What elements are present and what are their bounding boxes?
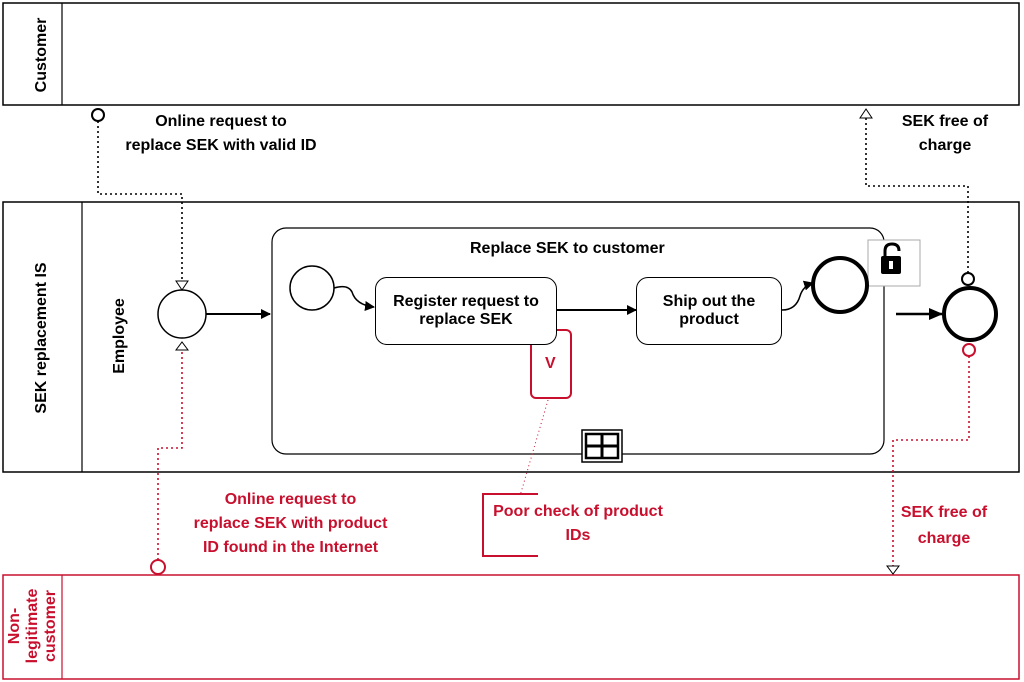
attack-flow-request [157,350,183,560]
attacker-label-line1: Non- [6,607,23,645]
attack-sek-free-line1: SEK free of [900,504,988,521]
message-start-event [157,289,207,339]
subprocess-end-event [811,256,869,314]
attack-request-line3: ID found in the Internet [202,539,379,556]
attack-flow-origin-2 [962,343,976,357]
online-request-label: Online request to replace SEK with valid… [116,110,326,158]
vulnerability-label: V [545,355,556,372]
threat-association [519,399,549,497]
flow-ship-to-subend [781,280,814,311]
flow-substart-to-register [333,285,375,311]
message-flow-origin-2 [961,272,975,286]
customer-pool-label: Customer [33,17,50,93]
attack-sek-free-label: SEK free of charge [889,500,999,552]
sek-free-line1: SEK free of [901,113,989,130]
task-register-line2: replace SEK [419,311,513,328]
attack-flow-sek [892,356,970,566]
attacker-pool [2,574,1020,680]
task-ship-line2: product [679,311,739,328]
task-ship-line1: Ship out the [662,293,756,310]
attack-request-line1: Online request to [224,491,357,508]
online-request-line1: Online request to [155,113,287,130]
threat-bracket [482,493,538,557]
attack-flow-request-arrow [175,341,189,351]
sek-free-line2: charge [918,137,972,154]
message-end-event [942,286,998,342]
attacker-pool-label: Non- legitimate customer [6,589,60,664]
threat-line2: IDs [565,527,591,544]
task-register-line1: Register request to [393,293,539,310]
attacker-label-line3: customer [42,589,59,663]
customer-pool [2,2,1020,106]
threat-label: Poor check of product IDs [483,500,673,548]
message-flow-request [97,121,183,282]
attack-request-line2: replace SEK with product [193,515,388,532]
attack-sek-free-line2: charge [917,530,971,547]
subprocess-start-event [289,265,335,311]
subprocess-title: Replace SEK to customer [470,240,665,257]
lane-employee-label: Employee [111,298,128,374]
subprocess-box [271,227,885,455]
message-flow-sek-arrow [859,108,873,119]
attack-flow-sek-arrow [886,565,900,575]
attack-flow-origin [150,559,166,575]
online-request-line2: replace SEK with valid ID [125,137,317,154]
lock-icon [867,239,921,287]
threat-line1: Poor check of product [493,503,663,520]
message-flow-origin [91,108,105,122]
subprocess-marker-icon [581,429,623,463]
sek-free-label: SEK free of charge [890,110,1000,158]
task-ship-product: Ship out the product [636,277,782,345]
task-register-request: Register request to replace SEK [375,277,557,345]
message-flow-request-arrow [175,280,189,291]
attacker-label-line2: legitimate [24,588,41,664]
system-pool-label: SEK replacement IS [33,262,50,414]
attack-request-label: Online request to replace SEK with produ… [178,488,403,560]
